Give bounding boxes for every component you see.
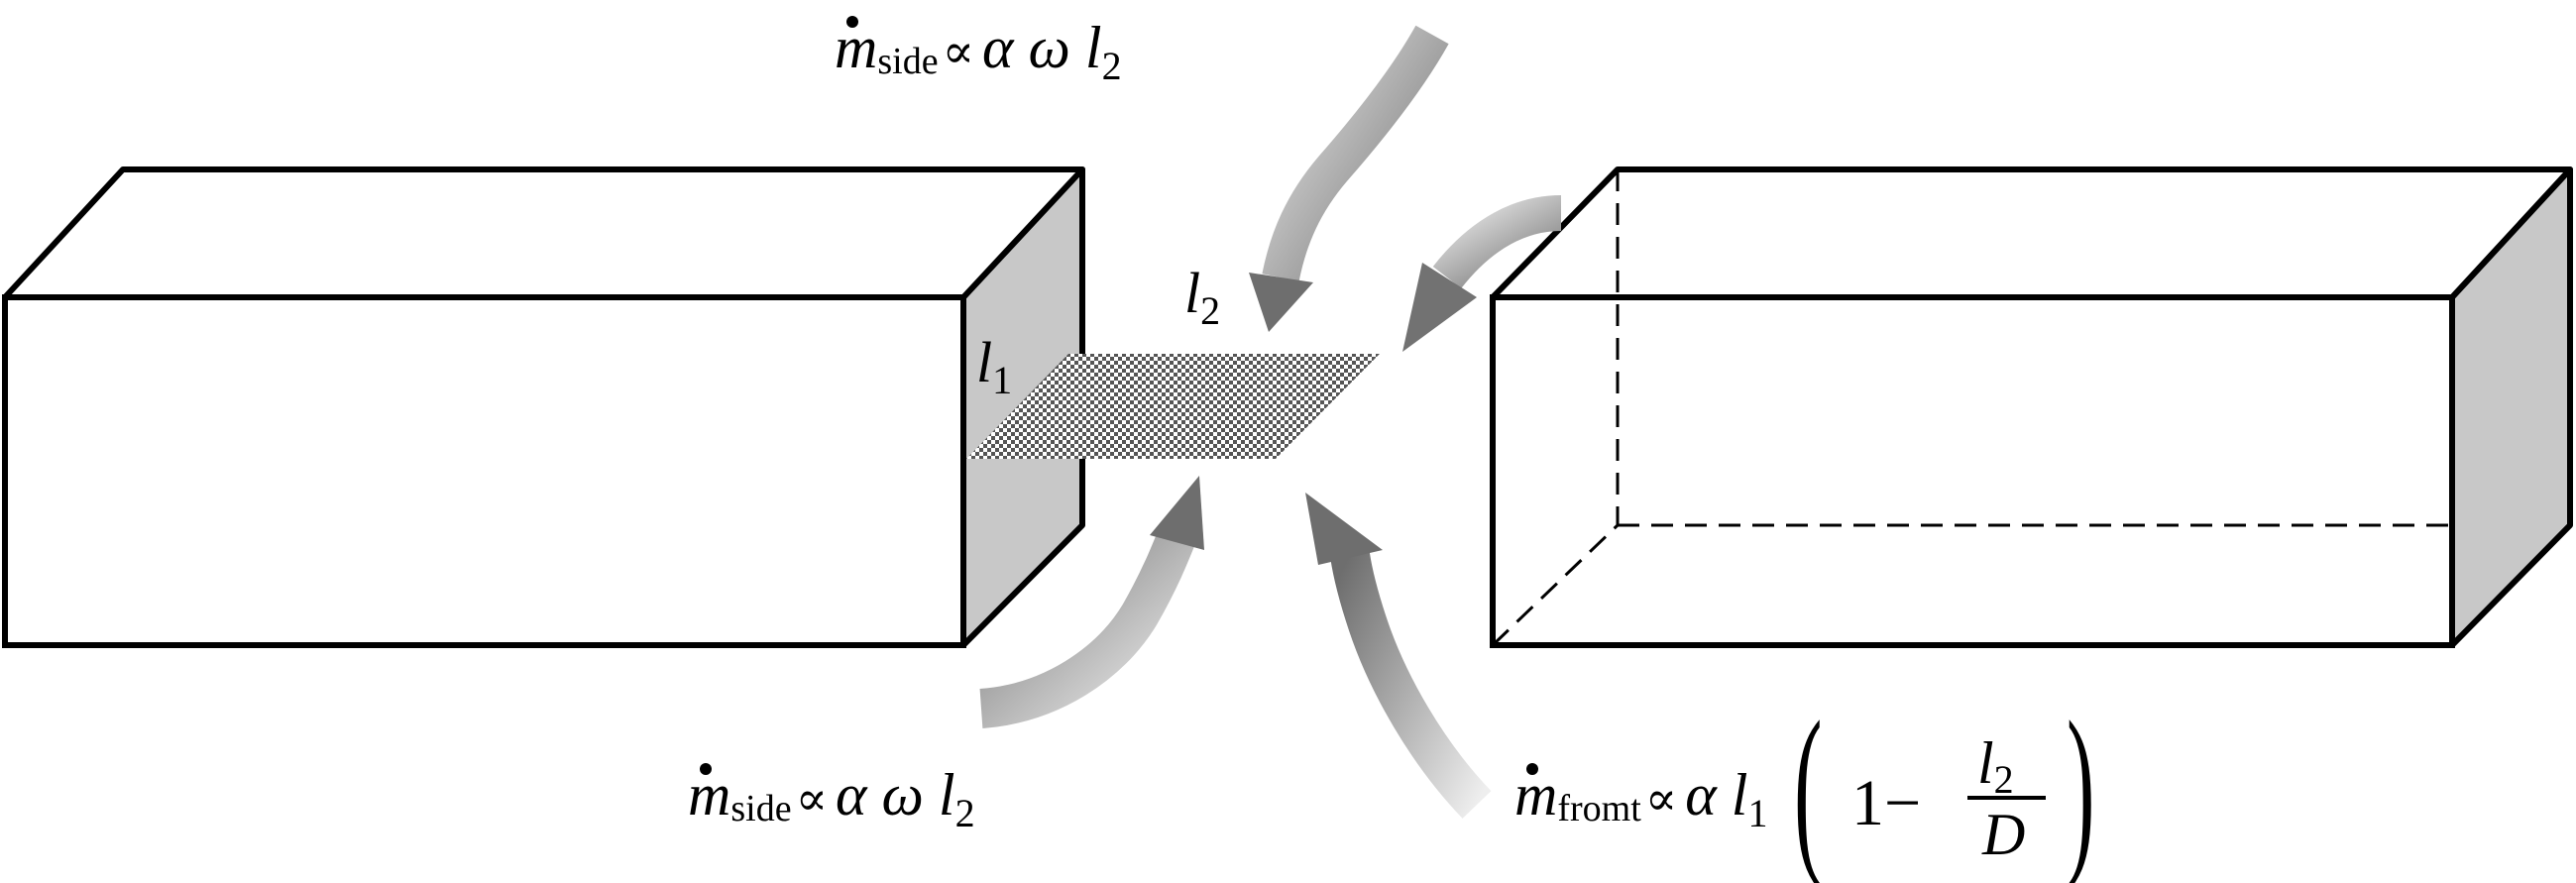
right-box	[1490, 166, 2573, 648]
dot-accent	[700, 763, 712, 775]
right-box-side-face	[2449, 166, 2573, 648]
mass-sheet	[966, 354, 1380, 459]
label-l1: l1	[976, 330, 1012, 402]
hidden-edge	[1491, 523, 1620, 647]
right-box-front-face	[1490, 294, 2455, 648]
left-box-front-face	[2, 294, 966, 648]
right-paren: )	[2067, 683, 2094, 883]
label-l2: l2	[1184, 261, 1220, 333]
arrow-top-left	[1249, 25, 1449, 332]
right-box-top-edge	[1490, 166, 2573, 300]
flow-arrows	[979, 25, 1562, 819]
fraction-numerator: l2	[1977, 730, 2014, 802]
formula-side-top: mside∝α ω l2	[835, 15, 1122, 88]
formula-side-bottom: mside∝α ω l2	[688, 762, 975, 835]
left-box-top-face	[2, 166, 1085, 300]
formula-front: mfromt∝α l1 ( 1− l2 D )	[1514, 683, 2094, 883]
formula-text: mfromt∝α l1	[1514, 762, 1767, 835]
arrow-bottom-right	[1305, 493, 1492, 819]
dot-accent	[846, 16, 858, 28]
left-box	[2, 166, 1085, 648]
arrow-bottom-left	[979, 476, 1204, 728]
arrow-top-right	[1402, 195, 1562, 352]
formula-text: mside∝α ω l2	[688, 762, 975, 835]
fraction-denominator: D	[1981, 802, 2025, 867]
left-paren: (	[1794, 683, 1822, 883]
one-minus: 1−	[1851, 767, 1921, 839]
dot-accent	[1526, 763, 1538, 775]
formula-text: mside∝α ω l2	[835, 15, 1122, 88]
